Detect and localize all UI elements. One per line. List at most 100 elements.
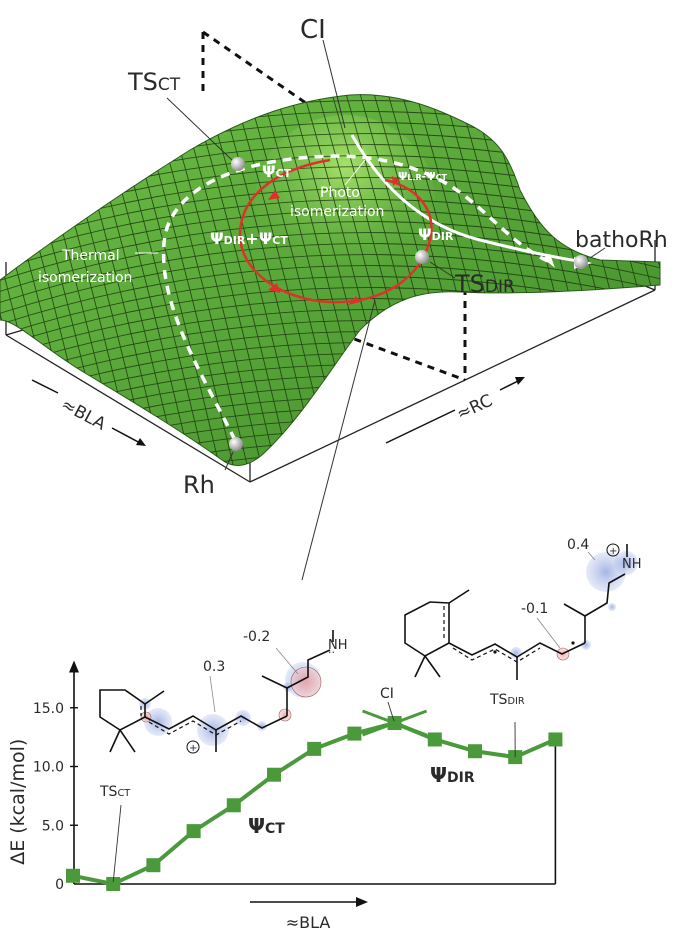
nitrogen-label-right: NH xyxy=(622,557,642,572)
y-tick-label: 0 xyxy=(55,877,64,893)
bathorh-label: bathoRh xyxy=(575,228,668,253)
ci-label: CI xyxy=(300,15,326,45)
plus-charge-circle xyxy=(606,543,620,557)
bond-dashes xyxy=(140,706,242,736)
charge-label-neg01: -0.1 xyxy=(521,601,548,617)
wavefunction-loop xyxy=(238,158,433,304)
x-direction-arrowhead xyxy=(356,897,368,907)
leader-lines xyxy=(166,39,606,581)
y-tick-label: 10.0 xyxy=(33,760,64,776)
plus-charge-circle xyxy=(186,740,200,754)
psi-lr-label: ΨL.R-ΨCT xyxy=(398,170,447,183)
pes-surface-panel: CI TSCT TSDIR bathoRh Rh ≈BLA ≈RC Therma… xyxy=(0,15,668,581)
charge-leader xyxy=(536,617,561,649)
density-blob xyxy=(197,714,229,746)
lone-pair: ·· xyxy=(328,646,335,659)
thermal-label-1: Thermal xyxy=(61,248,120,264)
charge-leader xyxy=(275,647,299,675)
y-tick-label: 5.0 xyxy=(42,818,64,834)
nitrogen-label-left: NH xyxy=(328,638,348,653)
density-blob xyxy=(614,551,638,575)
loop-arrow-4 xyxy=(392,176,400,186)
molecule-right: NH + 0.4 -0.1 xyxy=(404,537,642,680)
rc-arrowhead xyxy=(515,377,525,385)
ts-ct-sphere xyxy=(231,157,245,171)
plus-charge-right: + xyxy=(609,546,617,557)
ts-dir-sub: DIR xyxy=(485,277,515,297)
photo-leader xyxy=(344,159,366,186)
rh-sphere xyxy=(229,437,243,451)
data-point xyxy=(468,744,482,759)
bla-axis-line-b xyxy=(111,427,143,445)
charge-leader xyxy=(587,551,596,561)
psi-mix-main: Ψ xyxy=(210,229,224,248)
y-ticks: 0 5.0 10.0 15.0 xyxy=(33,701,78,893)
psi-dir-main: Ψ xyxy=(418,225,432,244)
y-axis-arrowhead xyxy=(69,660,79,673)
y-axis-label: ΔE (kcal/mol) xyxy=(7,739,29,865)
data-point xyxy=(66,868,80,883)
batho-sphere xyxy=(574,255,588,269)
ts-dir-sphere xyxy=(415,250,429,264)
data-point xyxy=(347,726,362,741)
series-markers xyxy=(66,716,563,891)
ci-cross xyxy=(362,709,428,737)
psi-lr-minus: -Ψ xyxy=(422,170,436,183)
density-blob xyxy=(144,708,172,736)
bla-axis-line-a xyxy=(31,379,59,394)
annotation-label: ΨDIR xyxy=(430,763,475,787)
psi-ct-main: Ψ xyxy=(262,162,276,181)
ts-dir-main: TS xyxy=(454,270,485,298)
rc-axis-line xyxy=(385,409,456,444)
data-point xyxy=(307,741,322,756)
y-tick-label: 15.0 xyxy=(33,701,64,717)
data-point xyxy=(226,798,241,813)
loop-arrow-2 xyxy=(268,283,280,293)
data-point xyxy=(146,858,161,873)
psi-dir-label: ΨDIR xyxy=(418,225,454,244)
ts-ct-label: TSCT xyxy=(127,68,181,96)
psi-mix-sub1: DIR xyxy=(224,234,246,247)
ts-ct-main: TS xyxy=(127,68,158,96)
thermal-label-2: isomerization xyxy=(38,270,132,286)
psi-dir-sub: DIR xyxy=(432,230,454,243)
annotation-label: CI xyxy=(380,686,394,702)
thermal-arrowhead xyxy=(543,254,555,268)
plus-charge-left: + xyxy=(189,743,197,754)
charge-label-neg02: -0.2 xyxy=(243,629,270,645)
density-blob xyxy=(581,640,591,650)
rh-label: Rh xyxy=(183,471,215,499)
charge-label-03: 0.3 xyxy=(203,659,225,675)
rc-axis-line-b xyxy=(499,379,521,391)
x-axis-label: ≈BLA xyxy=(286,913,331,932)
ts-ct-sub: CT xyxy=(158,75,181,95)
molecule-left: NH ·· + -0.2 0.3 xyxy=(99,629,348,754)
density-blob-negative xyxy=(290,666,322,698)
data-point xyxy=(186,824,201,839)
bla-axis-label: ≈BLA xyxy=(58,395,110,435)
psi-ct-label: ΨCT xyxy=(262,162,292,181)
bond-dashes xyxy=(443,606,541,663)
annotation-leader xyxy=(387,701,396,724)
photo-label-2: isomerization xyxy=(290,204,384,220)
bla-arrowhead xyxy=(136,438,146,446)
annotation-label: TSDIR xyxy=(489,692,525,708)
charge-leader xyxy=(209,675,216,713)
radical-dot xyxy=(571,641,575,645)
bond-skeleton xyxy=(404,544,628,680)
charge-label-04: 0.4 xyxy=(567,537,589,553)
rc-axis-label: ≈RC xyxy=(454,391,496,425)
photo-label-1: Photo xyxy=(320,185,360,201)
psi-ct-sub: CT xyxy=(276,167,292,180)
ts-dir-label: TSDIR xyxy=(454,270,515,298)
data-point xyxy=(106,877,121,891)
annotation-label: ΨCT xyxy=(248,814,285,838)
data-point xyxy=(427,732,442,747)
annotation-leader xyxy=(112,804,122,883)
psi-lr-main: Ψ xyxy=(398,170,407,183)
psi-mix-plus: +Ψ xyxy=(245,229,272,248)
photo-path xyxy=(350,134,586,264)
